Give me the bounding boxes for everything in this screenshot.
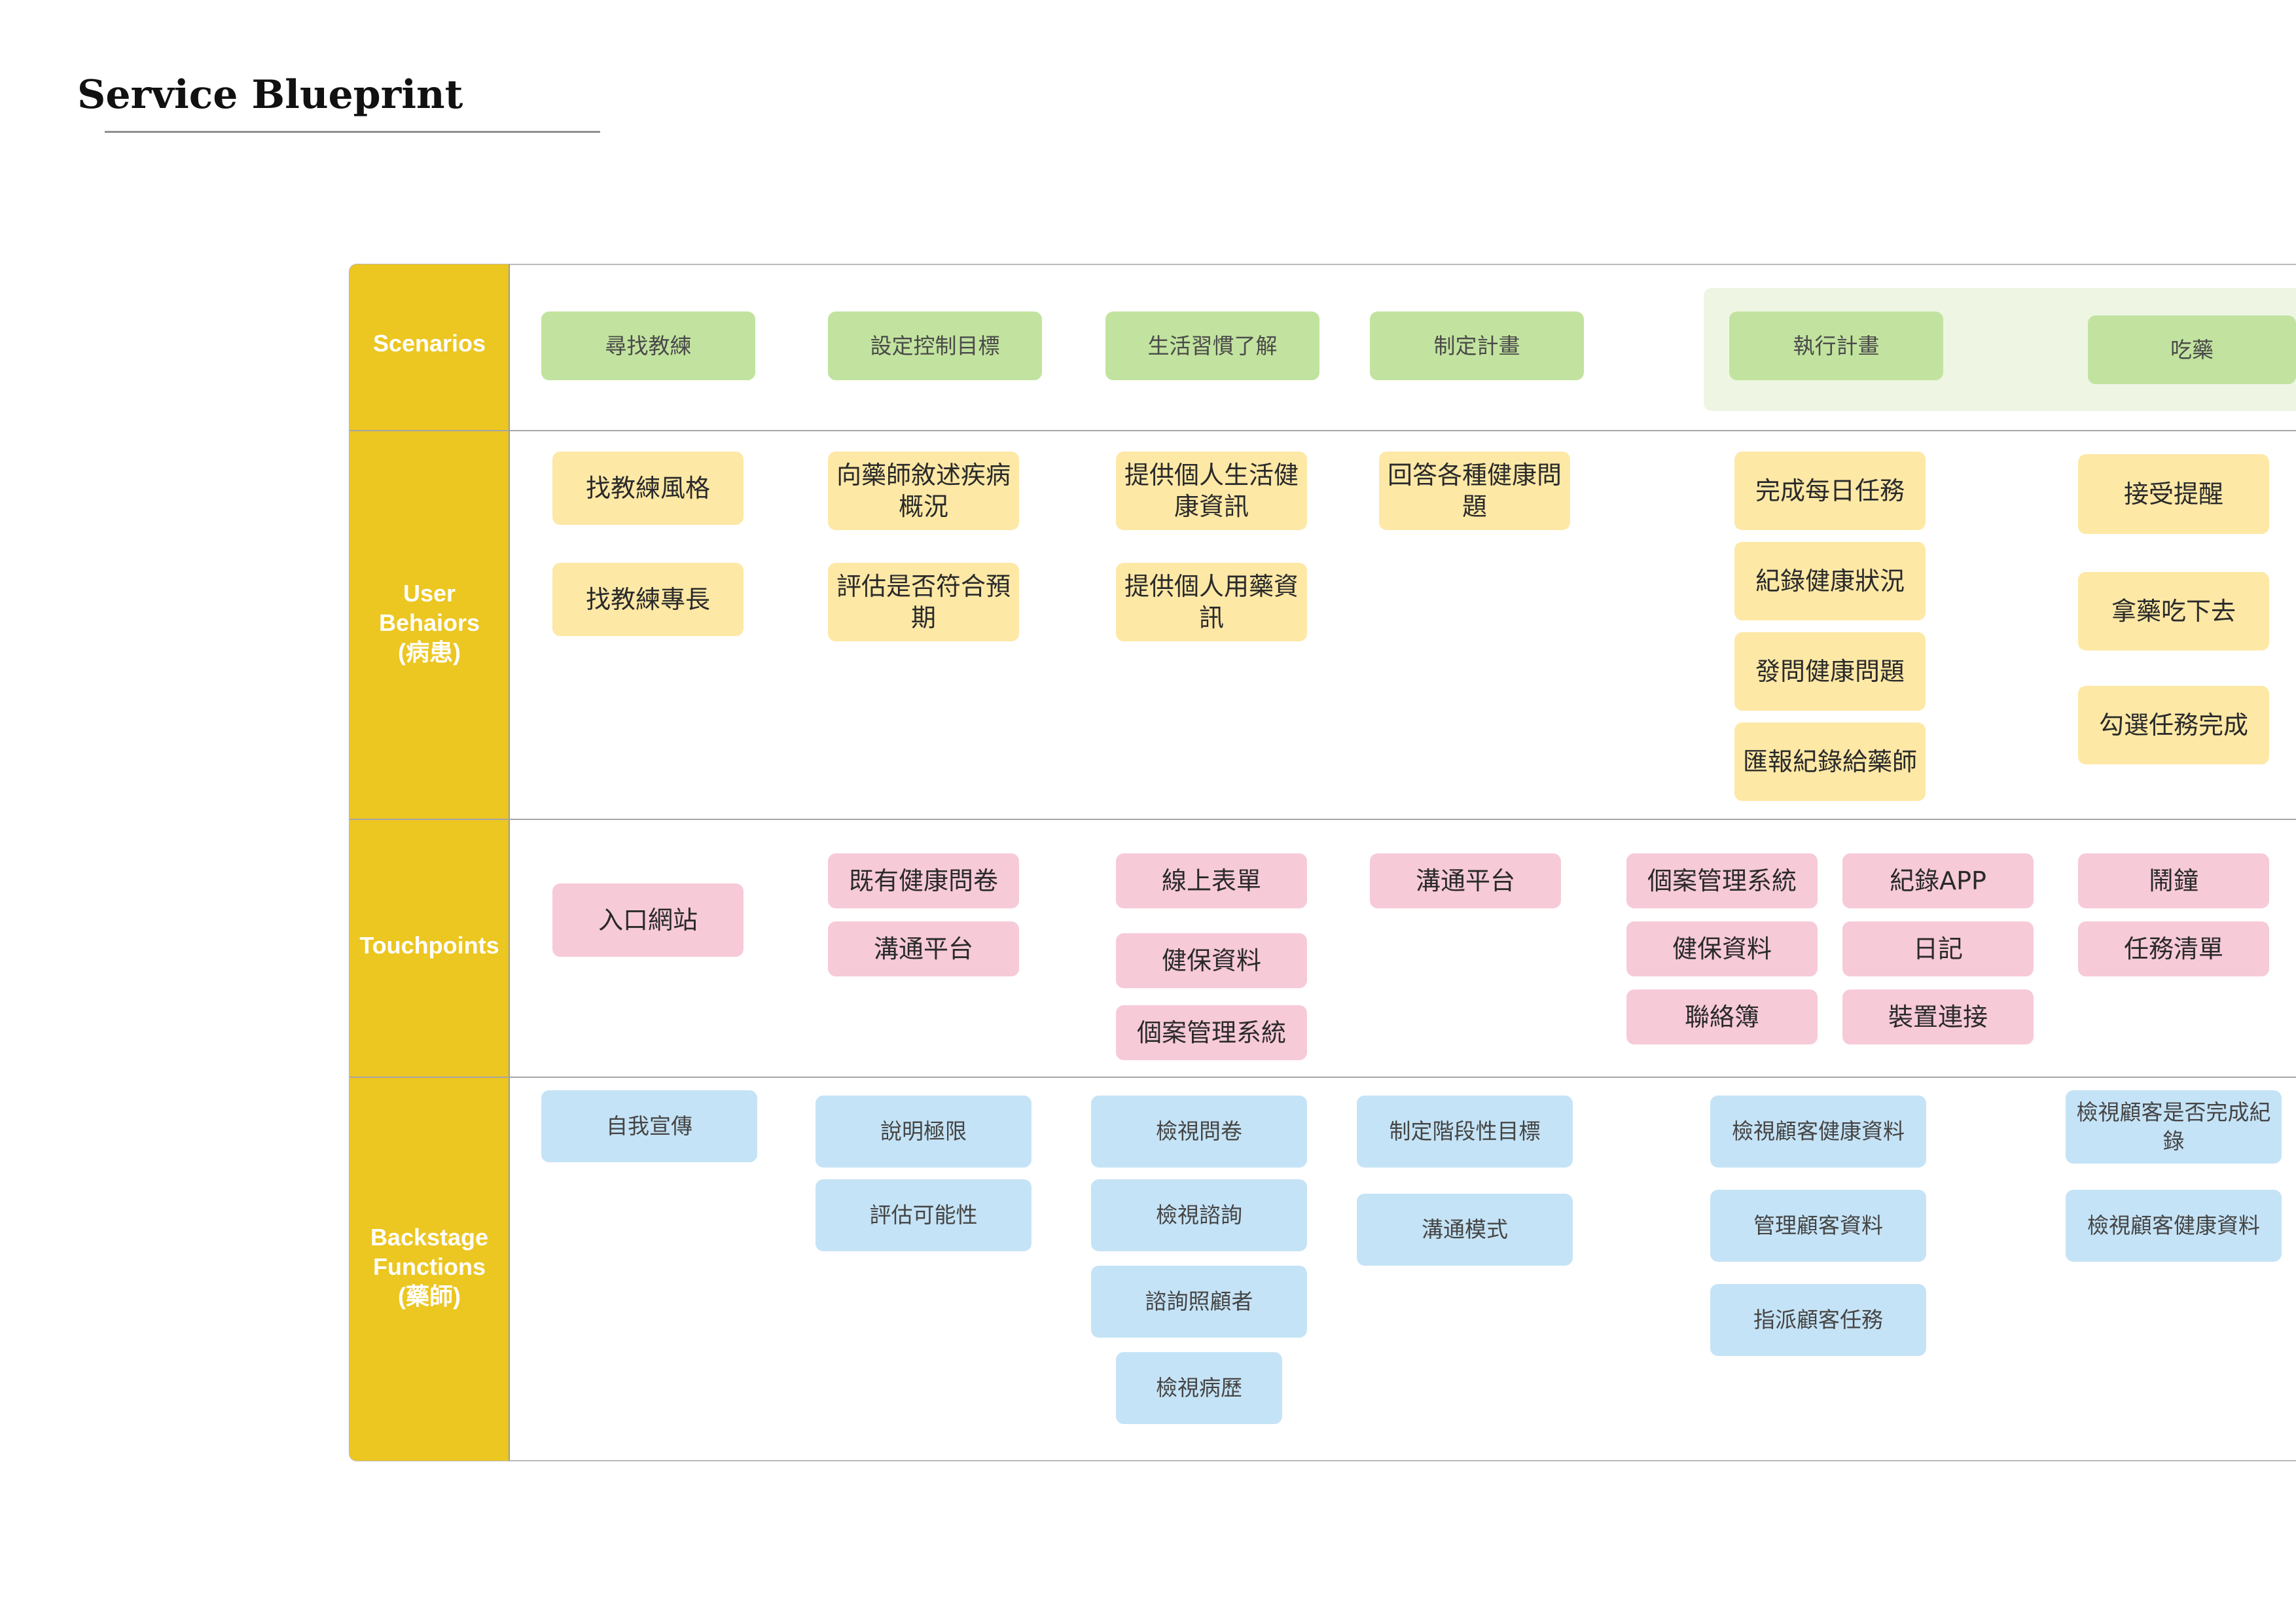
backstage-card[interactable]: 檢視顧客健康資料 xyxy=(1710,1096,1926,1168)
scenario-card[interactable]: 尋找教練 xyxy=(541,312,755,380)
touchpoint-card[interactable]: 裝置連接 xyxy=(1842,990,2034,1044)
backstage-card[interactable]: 檢視顧客是否完成紀錄 xyxy=(2066,1090,2282,1164)
touchpoint-card[interactable]: 溝通平台 xyxy=(1370,853,1561,908)
backstage-card[interactable]: 評估可能性 xyxy=(816,1179,1031,1251)
touchpoint-card[interactable]: 鬧鐘 xyxy=(2078,853,2269,908)
lane-divider xyxy=(350,819,2296,820)
touchpoint-card[interactable]: 個案管理系統 xyxy=(1626,853,1818,908)
user-behavior-card[interactable]: 找教練風格 xyxy=(552,452,744,525)
backstage-card[interactable]: 指派顧客任務 xyxy=(1710,1284,1926,1356)
touchpoint-card[interactable]: 健保資料 xyxy=(1626,921,1818,976)
touchpoint-card[interactable]: 既有健康問卷 xyxy=(828,853,1019,908)
lane-sidebar xyxy=(350,264,509,1461)
user-behavior-card[interactable]: 找教練專長 xyxy=(552,563,744,636)
backstage-card[interactable]: 檢視問卷 xyxy=(1091,1096,1307,1168)
user-behavior-card[interactable]: 評估是否符合預期 xyxy=(828,563,1019,641)
backstage-card[interactable]: 檢視顧客健康資料 xyxy=(2066,1190,2282,1262)
user-behavior-card[interactable]: 回答各種健康問題 xyxy=(1379,452,1570,530)
lane-divider xyxy=(350,1077,2296,1078)
scenario-card[interactable]: 生活習慣了解 xyxy=(1105,312,1319,380)
lane-label-user-behaviors: User Behaiors (病患) xyxy=(378,580,480,666)
user-behavior-card[interactable]: 勾選任務完成 xyxy=(2078,686,2269,764)
lane-label-scenarios: Scenarios xyxy=(372,330,486,357)
scenario-card[interactable]: 設定控制目標 xyxy=(828,312,1042,380)
touchpoint-card[interactable]: 線上表單 xyxy=(1116,853,1307,908)
user-behavior-card[interactable]: 提供個人用藥資訊 xyxy=(1116,563,1307,641)
backstage-card[interactable]: 說明極限 xyxy=(816,1096,1031,1168)
page-title: Service Blueprint xyxy=(77,72,463,118)
backstage-card[interactable]: 檢視諮詢 xyxy=(1091,1179,1307,1251)
scenario-card[interactable]: 制定計畫 xyxy=(1370,312,1584,380)
scenario-card[interactable]: 吃藥 xyxy=(2088,315,2296,384)
user-behavior-card[interactable]: 接受提醒 xyxy=(2078,454,2269,534)
user-behavior-card[interactable]: 拿藥吃下去 xyxy=(2078,572,2269,651)
touchpoint-card[interactable]: 健保資料 xyxy=(1116,933,1307,988)
title-underline xyxy=(105,131,600,133)
touchpoint-card[interactable]: 個案管理系統 xyxy=(1116,1005,1307,1060)
backstage-card[interactable]: 諮詢照顧者 xyxy=(1091,1266,1307,1338)
touchpoint-card[interactable]: 聯絡簿 xyxy=(1626,990,1818,1044)
user-behavior-card[interactable]: 匯報紀錄給藥師 xyxy=(1734,722,1926,801)
backstage-card[interactable]: 檢視病歷 xyxy=(1116,1352,1282,1424)
user-behavior-card[interactable]: 發問健康問題 xyxy=(1734,632,1926,711)
user-behavior-card[interactable]: 紀錄健康狀況 xyxy=(1734,542,1926,620)
lane-label-backstage: Backstage Functions (藥師) xyxy=(370,1224,489,1310)
lane-divider xyxy=(350,430,2296,431)
touchpoint-card[interactable]: 紀錄APP xyxy=(1842,853,2034,908)
touchpoint-card[interactable]: 溝通平台 xyxy=(828,921,1019,976)
user-behavior-card[interactable]: 完成每日任務 xyxy=(1734,452,1926,530)
user-behavior-card[interactable]: 提供個人生活健康資訊 xyxy=(1116,452,1307,530)
backstage-card[interactable]: 制定階段性目標 xyxy=(1357,1096,1573,1168)
backstage-card[interactable]: 自我宣傳 xyxy=(541,1090,757,1162)
user-behavior-card[interactable]: 向藥師敘述疾病概況 xyxy=(828,452,1019,530)
touchpoint-card[interactable]: 入口網站 xyxy=(552,883,744,957)
backstage-card[interactable]: 溝通模式 xyxy=(1357,1194,1573,1266)
backstage-card[interactable]: 管理顧客資料 xyxy=(1710,1190,1926,1262)
lane-label-touchpoints: Touchpoints xyxy=(359,932,499,959)
touchpoint-card[interactable]: 日記 xyxy=(1842,921,2034,976)
scenario-card[interactable]: 執行計畫 xyxy=(1729,312,1943,380)
sidebar-divider xyxy=(509,264,510,1461)
touchpoint-card[interactable]: 任務清單 xyxy=(2078,921,2269,976)
